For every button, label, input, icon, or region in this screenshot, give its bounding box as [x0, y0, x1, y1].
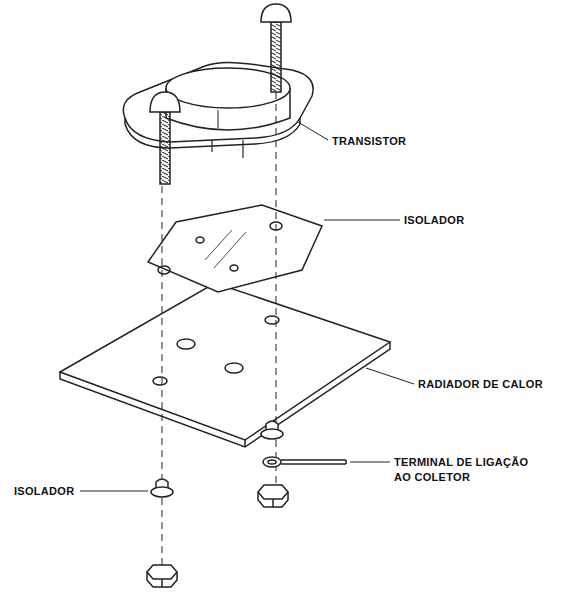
part-label: TRANSISTOR	[332, 134, 452, 149]
part-label: RADIADOR DE CALOR	[418, 377, 558, 392]
part-label: ISOLADOR	[14, 484, 78, 499]
part-label: ISOLADOR	[404, 213, 524, 228]
part-label: TERMINAL DE LIGAÇÃO AO COLETOR	[394, 455, 534, 485]
